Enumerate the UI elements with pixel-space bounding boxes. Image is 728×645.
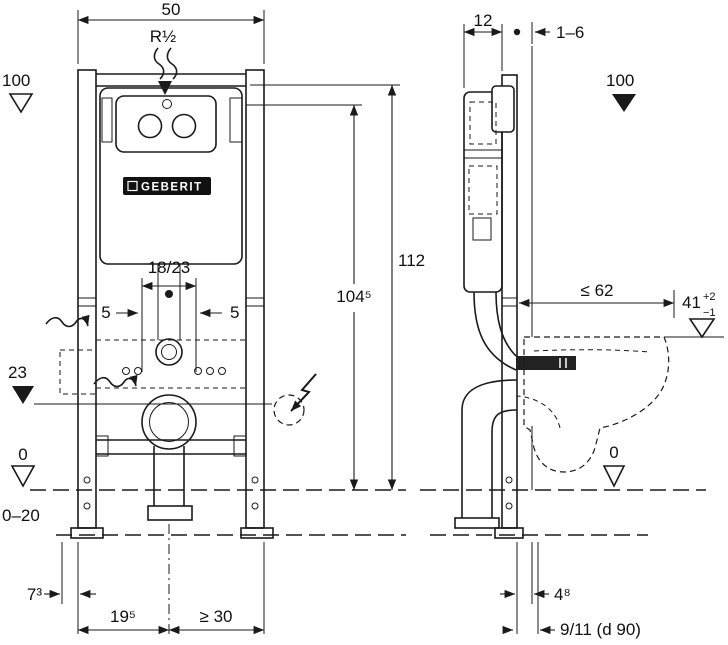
bowl-trap bbox=[516, 395, 561, 429]
cistern-front: GEBERIT bbox=[99, 87, 243, 340]
water-supply-annotation: R½ bbox=[150, 27, 178, 95]
floor-lines-right bbox=[420, 489, 706, 536]
downpipe-flange bbox=[147, 505, 193, 521]
level-100-left-label: 100 bbox=[2, 71, 30, 90]
dim-anchor-spacing: 18/23 bbox=[141, 258, 197, 372]
rail-right bbox=[240, 69, 274, 539]
dim-7-3-label: 7³ bbox=[27, 585, 42, 604]
dim-offset-right-label: 5 bbox=[230, 303, 239, 322]
actuator-pin bbox=[162, 99, 172, 109]
supply-connection-dot bbox=[165, 290, 173, 298]
bottom-dims-side: 4⁸ 9/11 (d 90) bbox=[500, 542, 641, 639]
protection-cover bbox=[491, 85, 515, 133]
dim-19-5-label: 19⁵ bbox=[110, 607, 136, 626]
logo-square-icon bbox=[127, 180, 138, 192]
level-marker-0-left: 0 bbox=[10, 445, 36, 488]
flush-connector-bar bbox=[516, 356, 576, 370]
level-marker-100-right: 100 bbox=[606, 71, 636, 112]
rail-left bbox=[70, 69, 104, 539]
dim-offset-right: 5 bbox=[199, 303, 239, 322]
electrical-outlet-dashed-circle bbox=[273, 394, 305, 426]
flush-downpipe-upper bbox=[157, 264, 181, 340]
flush-button-left bbox=[137, 113, 163, 139]
dim-frame-width-label: 50 bbox=[162, 0, 181, 19]
level-marker-0-right: 0 bbox=[602, 443, 626, 488]
drain-socket bbox=[141, 394, 197, 450]
front-view: 50 R½ 100 bbox=[2, 0, 425, 635]
flush-bend-port bbox=[155, 338, 183, 366]
rail-side-foot bbox=[494, 527, 524, 539]
drain-elbow bbox=[454, 379, 518, 529]
level-100-right-triangle-icon bbox=[612, 94, 636, 112]
dim-height-104-label: 104⁵ bbox=[336, 287, 371, 306]
dim-height-104: 104⁵ bbox=[246, 104, 372, 491]
floor-buildup-label: 0–20 bbox=[2, 506, 40, 525]
drain-downpipe bbox=[147, 446, 193, 521]
bottom-dims-front: 7³ 19⁵ ≥ 30 bbox=[27, 524, 265, 635]
wall-bracket-zone bbox=[59, 338, 246, 395]
level-100-right-label: 100 bbox=[606, 71, 634, 90]
level-0-left-label: 0 bbox=[18, 445, 27, 464]
dim-wall-lining-label: 1–6 bbox=[556, 23, 584, 42]
frame-crossmembers bbox=[95, 73, 247, 457]
drain-flange bbox=[454, 517, 500, 529]
level-100-left-triangle-icon bbox=[8, 93, 34, 114]
dim-drain-offset-label: 9/11 (d 90) bbox=[560, 620, 641, 639]
dim-anchor-spacing-label: 18/23 bbox=[148, 258, 191, 277]
rail-left-foot bbox=[70, 527, 104, 539]
wc-bowl-outline bbox=[516, 336, 670, 473]
dim-min-30-label: ≥ 30 bbox=[200, 607, 233, 626]
dim-height-112-label: 112 bbox=[398, 251, 425, 270]
dim-4-8: 4⁸ bbox=[500, 585, 571, 604]
dim-wall-lining: 1–6 bbox=[531, 22, 584, 44]
dim-min-30: ≥ 30 bbox=[168, 607, 265, 635]
bowl-height-triangle-icon bbox=[688, 318, 716, 339]
brand-logo: GEBERIT bbox=[123, 177, 211, 195]
lightning-arrow-icon bbox=[290, 373, 317, 412]
level-0-right-triangle-icon bbox=[602, 465, 626, 488]
actuator-plate bbox=[115, 95, 217, 153]
level-0-left-triangle-icon bbox=[10, 465, 36, 488]
logo-plate bbox=[123, 177, 211, 195]
dim-frame-depth-label: 12 bbox=[474, 11, 493, 30]
dim-offset-left: 5 bbox=[101, 303, 139, 322]
dim-bowl-projection: ≤ 62 bbox=[518, 281, 675, 318]
dim-bowl-projection-label: ≤ 62 bbox=[581, 281, 614, 300]
dim-bowl-height-tol-plus: +2 bbox=[703, 291, 716, 303]
logo-text: GEBERIT bbox=[141, 182, 203, 194]
dim-offset-left-label: 5 bbox=[101, 303, 110, 322]
water-supply-label: R½ bbox=[150, 27, 176, 46]
electrical-provision bbox=[273, 373, 317, 426]
dim-frame-depth: 12 bbox=[463, 11, 521, 88]
bracket-alt-position bbox=[59, 349, 97, 395]
level-marker-100-left: 100 bbox=[2, 71, 34, 114]
cistern-side bbox=[463, 85, 515, 293]
floor-lines-left: 0–20 bbox=[2, 489, 406, 536]
dim-drain-offset: 9/11 (d 90) bbox=[502, 620, 641, 639]
dim-19-5: 19⁵ bbox=[77, 607, 170, 635]
level-23-label: 23 bbox=[8, 363, 27, 382]
flush-button-right bbox=[171, 113, 197, 139]
dim-height-112: 112 bbox=[250, 84, 425, 491]
rail-side bbox=[494, 74, 524, 539]
level-marker-23: 23 bbox=[8, 363, 272, 405]
wall-reference-dot bbox=[513, 28, 521, 36]
dim-7-3: 7³ bbox=[27, 585, 96, 604]
dim-bowl-height-tol-minus: −1 bbox=[703, 307, 716, 319]
dim-4-8-label: 4⁸ bbox=[554, 585, 571, 604]
flush-bend bbox=[473, 291, 576, 371]
adjustable-squiggle-arrows bbox=[45, 314, 138, 388]
dim-frame-width: 50 bbox=[77, 0, 265, 64]
dim-bowl-height-label: 41 bbox=[682, 293, 701, 312]
rail-right-foot bbox=[240, 527, 274, 539]
side-view: 12 1–6 100 ≤ 62 41 +2 −1 0 bbox=[420, 11, 724, 639]
level-23-triangle-icon bbox=[12, 386, 34, 404]
level-0-right-label: 0 bbox=[609, 443, 618, 462]
dim-bowl-height: 41 +2 −1 bbox=[664, 291, 724, 339]
